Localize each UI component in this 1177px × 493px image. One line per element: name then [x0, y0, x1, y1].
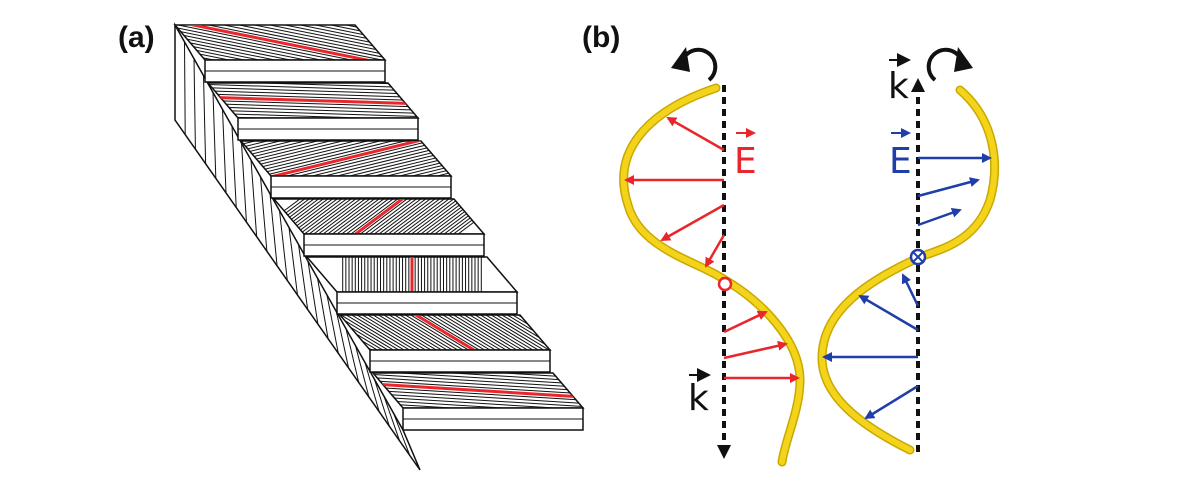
layer-edge [326, 294, 339, 354]
field-vector [723, 310, 768, 334]
right-helix-diagram: E k [817, 47, 999, 455]
field-vector [917, 177, 980, 198]
layer-edge [374, 379, 390, 427]
field-vector [666, 116, 725, 152]
left-k-text: k [688, 378, 709, 419]
layer-edge [231, 126, 237, 208]
counterclockwise-arrow-icon [671, 47, 718, 82]
layer-edge [364, 362, 380, 412]
layer-edge [269, 193, 278, 266]
panel-a-label: (a) [118, 21, 155, 54]
field-vector [723, 340, 788, 360]
field-vector [917, 207, 962, 227]
right-field-vectors [822, 153, 992, 420]
layer-edge [336, 311, 350, 369]
layer-edge [317, 278, 329, 339]
layer-edge [345, 328, 360, 383]
fiber-lines [208, 83, 418, 118]
layer-edge [260, 176, 268, 252]
layer-edge [298, 244, 309, 310]
left-E-label: E [734, 128, 757, 182]
clockwise-arrow-icon [926, 47, 973, 82]
right-E-text: E [889, 141, 912, 182]
layer-edge [203, 75, 207, 164]
right-E-label: E [889, 128, 912, 182]
right-k-text: k [888, 66, 909, 107]
fiber-lines [241, 141, 451, 176]
panel-b-label: (b) [582, 21, 620, 54]
fiber-lines [340, 315, 550, 350]
circle-cross-icon [909, 248, 927, 266]
layer-edge [222, 109, 227, 193]
layer-edge [288, 227, 298, 296]
field-vector [901, 273, 920, 307]
fiber-lines [175, 25, 385, 60]
layer-edge [307, 261, 319, 325]
layer-edge [250, 159, 258, 237]
panel-b: (b) E [582, 21, 999, 467]
layer-edge [212, 92, 217, 179]
layer-edge [355, 345, 370, 398]
circle-icon [717, 276, 733, 292]
field-vector [864, 384, 919, 420]
left-field-vectors [624, 116, 800, 383]
field-vector [660, 203, 725, 242]
fiber-lines [373, 373, 583, 408]
layer-edge [184, 41, 186, 135]
field-vector [704, 234, 726, 268]
layer-edge [393, 412, 411, 456]
layer-edge [383, 396, 401, 441]
layer-edge [279, 210, 288, 281]
left-E-text: E [734, 141, 757, 182]
panel-a: (a) [118, 21, 585, 471]
fiber-lines [274, 199, 484, 234]
right-k-label: k [888, 53, 911, 107]
fiber-lines [342, 257, 482, 292]
left-k-label: k [688, 368, 711, 419]
twisted-plywood-staircase [173, 22, 585, 471]
field-vector [858, 294, 919, 332]
layer-edge [241, 143, 247, 223]
layer-edge [193, 58, 196, 150]
left-helix-diagram: E k [619, 47, 805, 467]
